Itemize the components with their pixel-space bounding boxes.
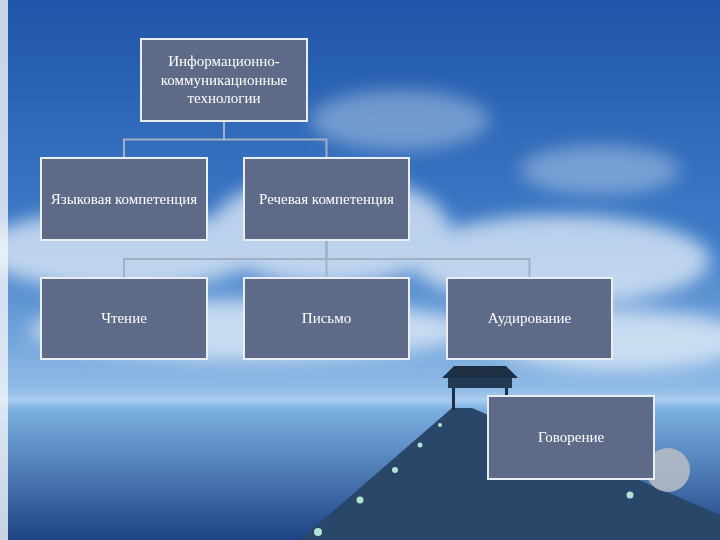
- process-box: Говорение: [487, 395, 655, 480]
- process-box: Письмо: [243, 277, 410, 360]
- box-label: Аудирование: [488, 309, 572, 328]
- box-label: Чтение: [101, 309, 147, 328]
- tree-connector: [327, 241, 530, 277]
- box-label: Информационно-коммуникационные технологи…: [150, 52, 298, 108]
- tree-connector: [124, 122, 224, 157]
- process-box: Аудирование: [446, 277, 613, 360]
- process-box: Языковая компетенция: [40, 157, 208, 241]
- process-box: Речевая компетенция: [243, 157, 410, 241]
- tree-connector: [124, 241, 327, 277]
- box-label: Языковая компетенция: [51, 190, 197, 209]
- box-label: Речевая компетенция: [259, 190, 394, 209]
- left-edge-strip: [0, 0, 8, 540]
- process-box: Чтение: [40, 277, 208, 360]
- process-box: Информационно-коммуникационные технологи…: [140, 38, 308, 122]
- pier: [300, 366, 720, 540]
- box-label: Письмо: [302, 309, 351, 328]
- tree-connector: [224, 122, 327, 157]
- clouds: [0, 90, 720, 370]
- box-label: Говорение: [538, 428, 604, 447]
